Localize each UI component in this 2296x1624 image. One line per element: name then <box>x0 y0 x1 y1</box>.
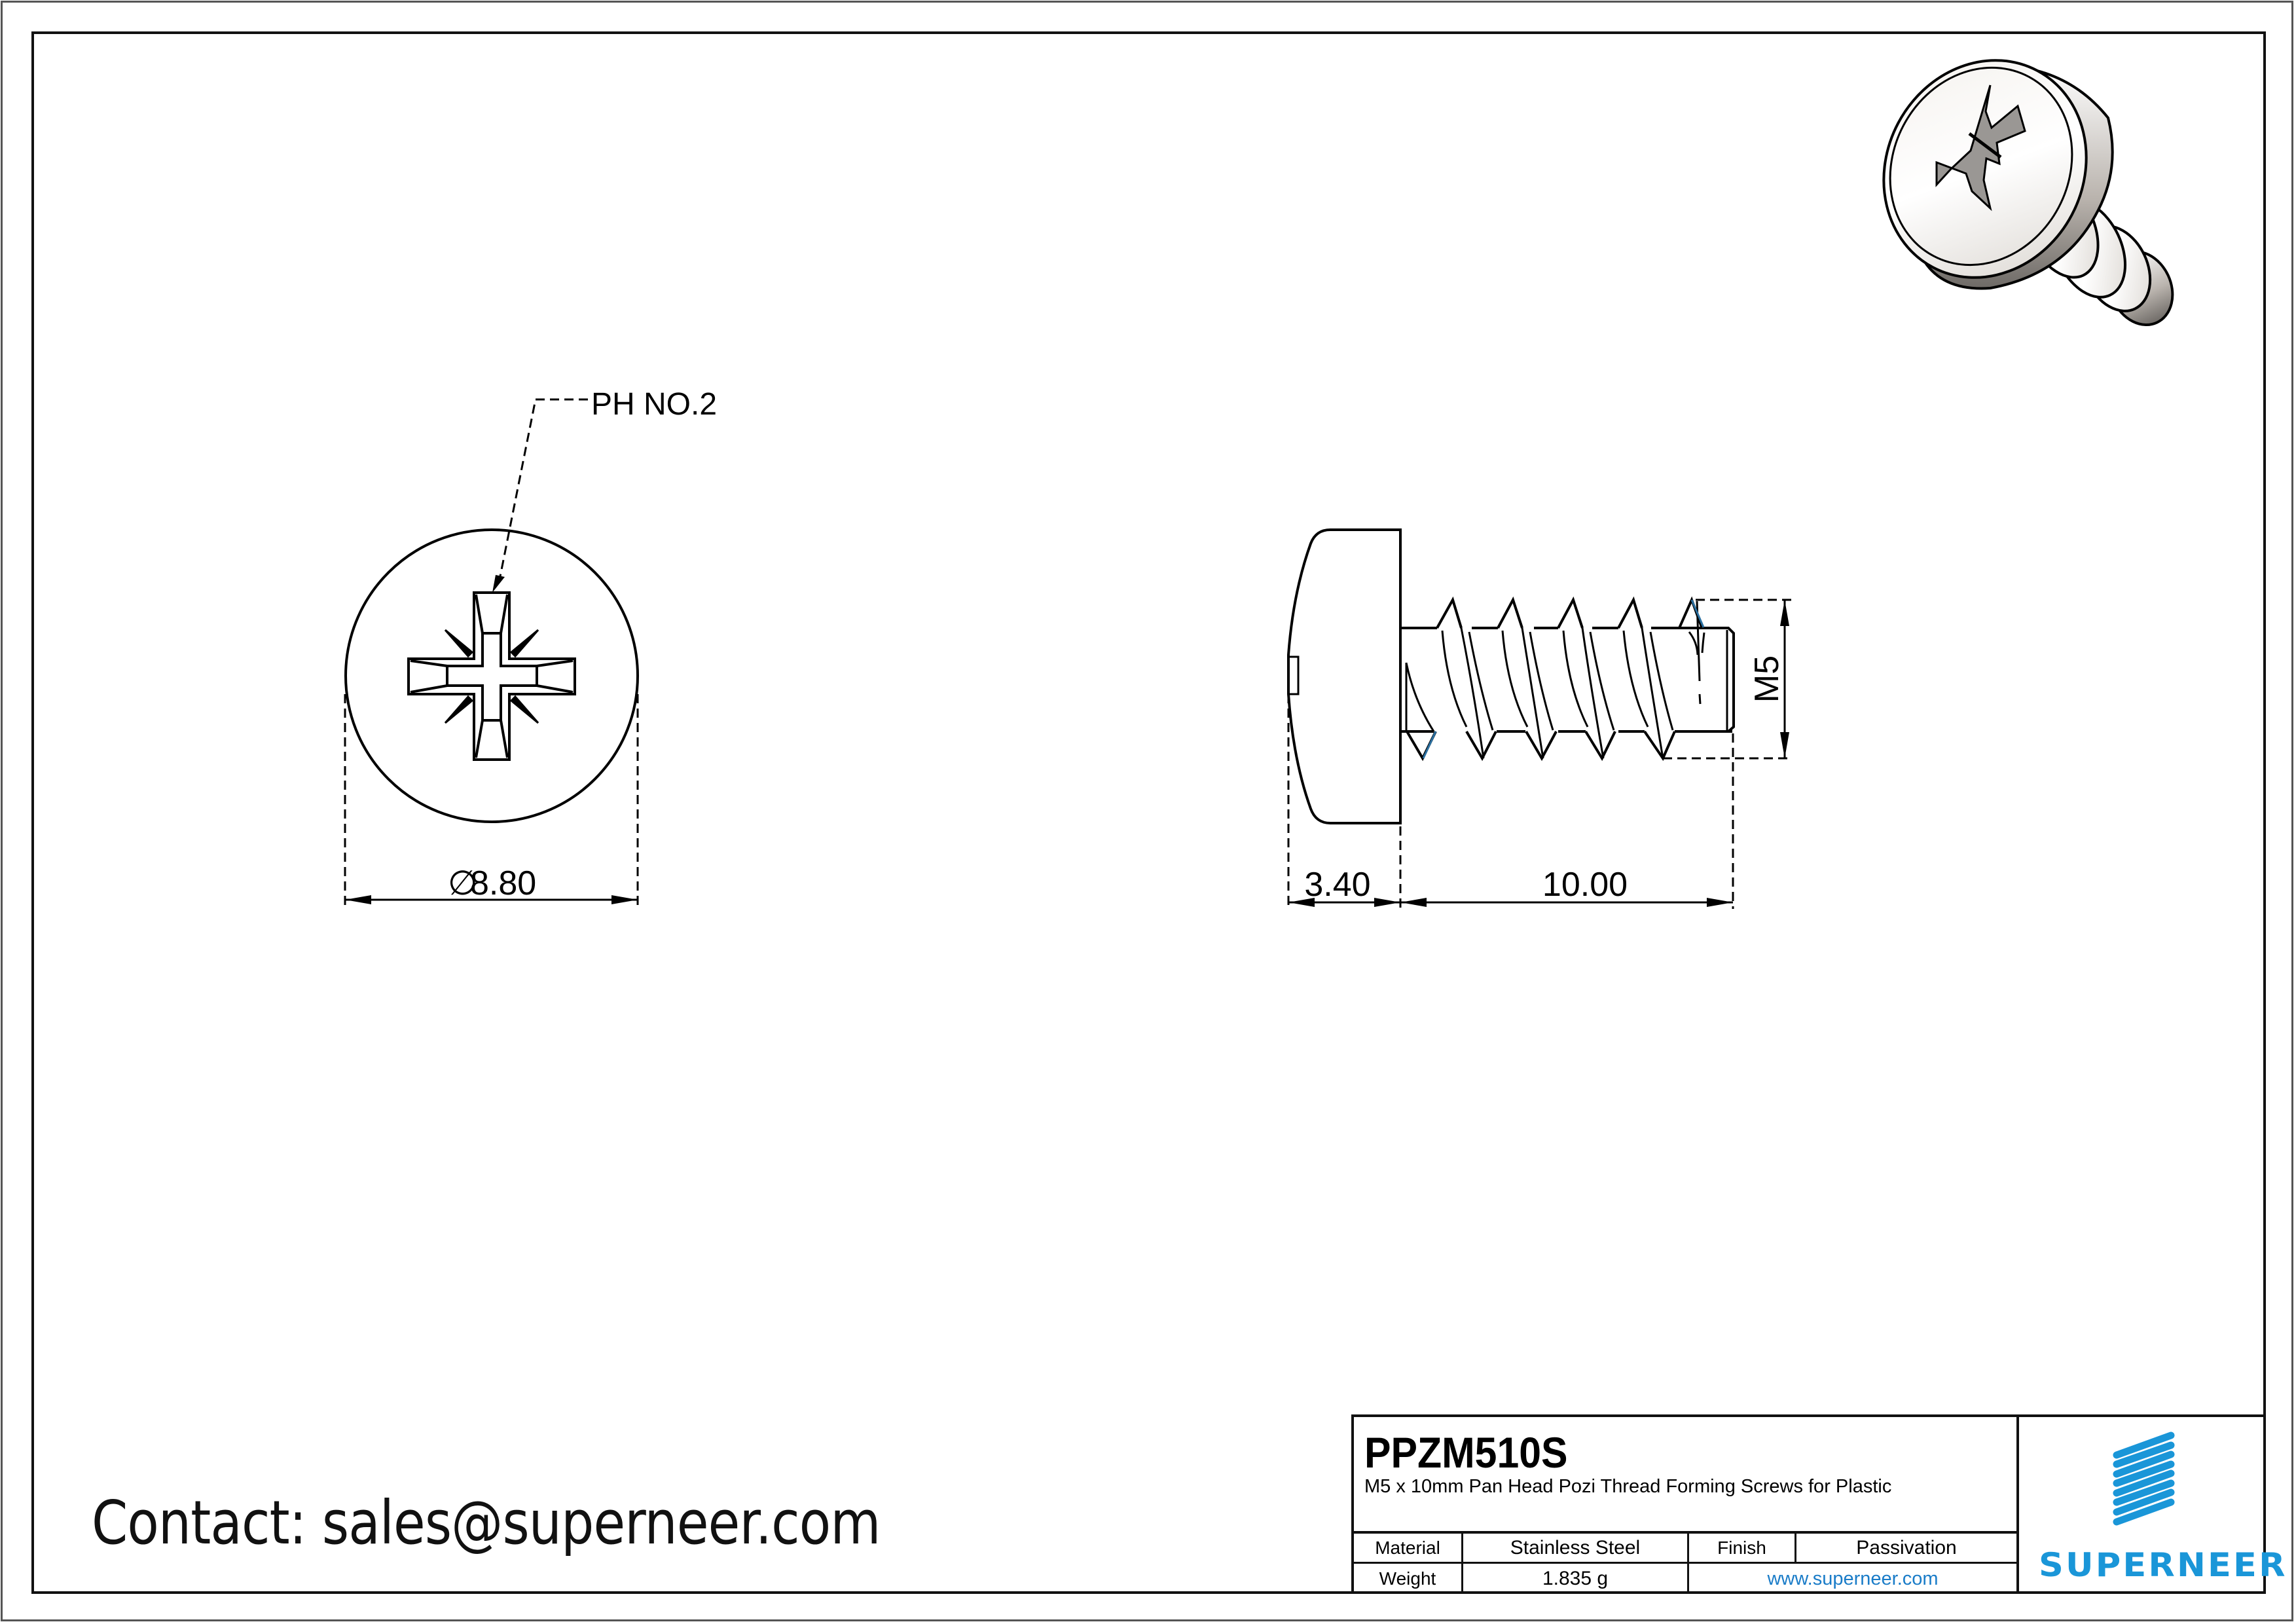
side-view <box>1287 528 1793 909</box>
company-logo: SUPERNEER <box>2019 1417 2286 1591</box>
length-dimension-label: 10.00 <box>1542 866 1628 904</box>
company-name: SUPERNEER <box>2039 1546 2287 1584</box>
weight-value: 1.835 g <box>1463 1564 1689 1594</box>
diameter-dimension-label: 8.80 <box>470 864 536 902</box>
title-block-header: PPZM510S M5 x 10mm Pan Head Pozi Thread … <box>1354 1417 2019 1534</box>
head-height-dimension-label: 3.40 <box>1304 866 1370 904</box>
callout-leader-line <box>498 398 588 583</box>
head-outline-circle <box>344 528 639 823</box>
leader-arrow-icon <box>492 575 505 593</box>
thread-size-label: M5 <box>1748 655 1786 703</box>
stripes-logo-icon <box>2113 1431 2175 1526</box>
part-number: PPZM510S <box>1364 1428 1568 1477</box>
website-link[interactable]: www.superneer.com <box>1767 1568 1939 1589</box>
title-block: PPZM510S M5 x 10mm Pan Head Pozi Thread … <box>1351 1414 2286 1594</box>
front-view <box>344 398 639 907</box>
recess-callout-label: PH NO.2 <box>591 387 717 422</box>
finish-label: Finish <box>1689 1534 1796 1562</box>
pozi-recess-icon <box>407 591 576 761</box>
contact-email-text: Contact: sales@superneer.com <box>92 1488 881 1558</box>
material-value: Stainless Steel <box>1463 1534 1689 1562</box>
screw-head-profile <box>1287 528 1402 824</box>
sheet-inner-border <box>31 31 2266 1594</box>
finish-value: Passivation <box>1856 1536 1957 1559</box>
isometric-screw-render <box>1882 59 2174 327</box>
weight-label: Weight <box>1354 1564 1463 1594</box>
diameter-symbol: ∅ <box>448 864 477 902</box>
material-label: Material <box>1354 1534 1463 1562</box>
weight-row: Weight 1.835 g www.superneer.com <box>1354 1564 2019 1594</box>
part-description: M5 x 10mm Pan Head Pozi Thread Forming S… <box>1364 1476 1892 1497</box>
material-row: Material Stainless Steel Finish Passivat… <box>1354 1534 2019 1564</box>
